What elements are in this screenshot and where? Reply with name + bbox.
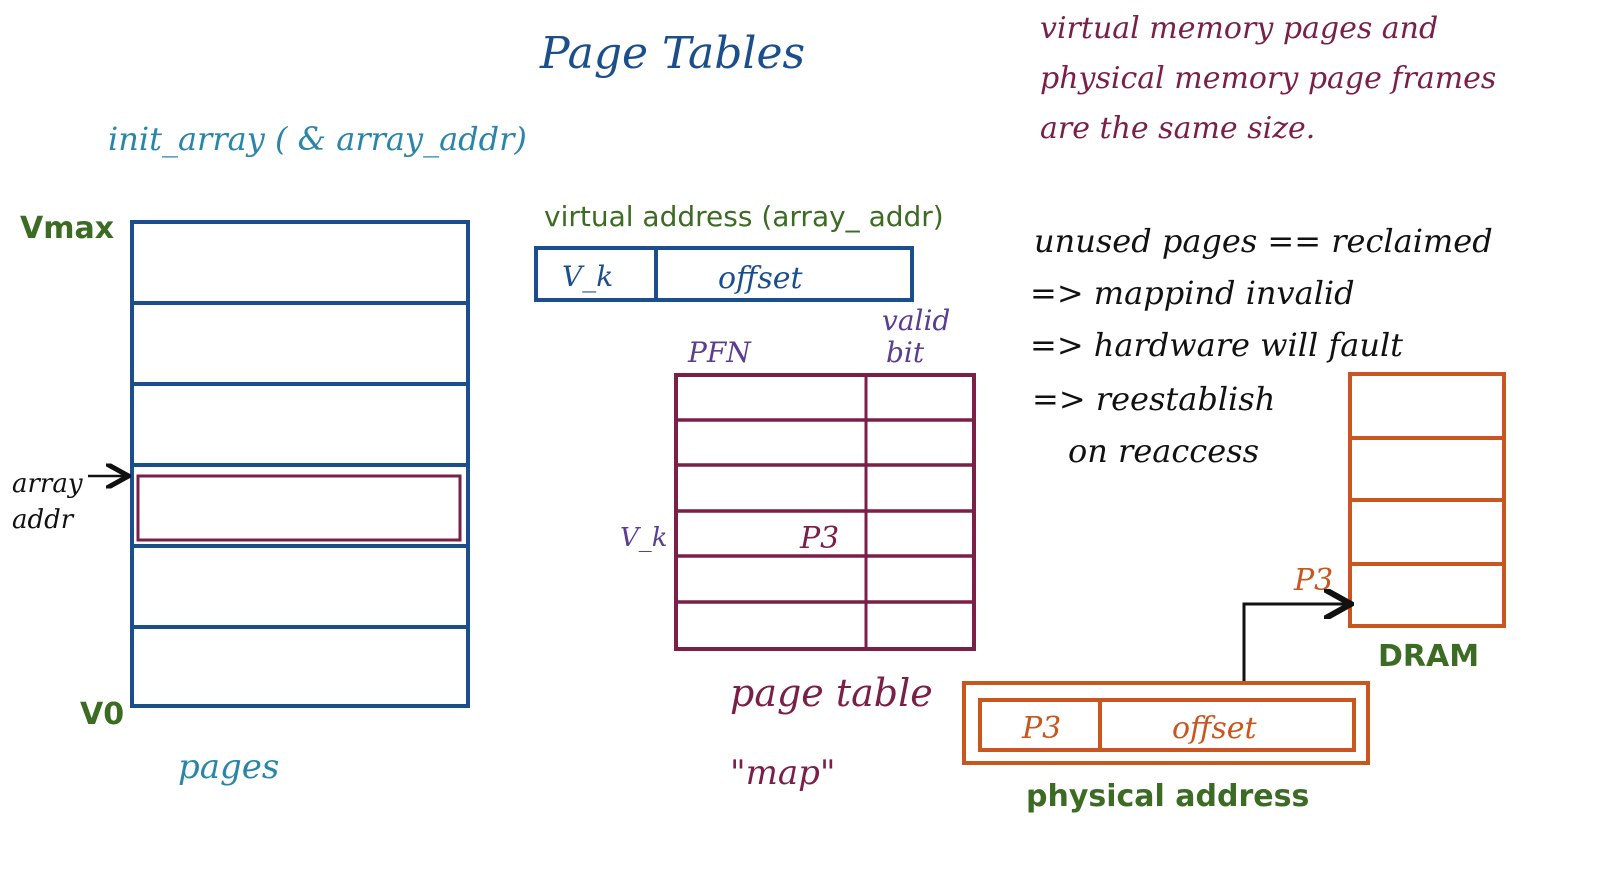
virtual-address: virtual address (array_ addr) V_k offset: [534, 200, 944, 302]
page-table-alias: "map": [730, 753, 836, 793]
page-table: PFN valid bit V_k P3 page table "map": [620, 304, 976, 793]
reclaim-notes: unused pages == reclaimed => mappind inv…: [1030, 222, 1493, 470]
reclaim-line-2: => mappind invalid: [1030, 274, 1355, 312]
valid-header-line2: bit: [886, 336, 925, 369]
page-table-entry-pfn: P3: [799, 521, 839, 556]
valid-header-line1: valid: [882, 304, 950, 337]
array-addr-label-line2: addr: [12, 505, 75, 535]
page-table-row-label: V_k: [620, 523, 668, 553]
call-label: init_array ( & array_addr): [108, 120, 527, 158]
virtual-address-box: [534, 246, 914, 302]
note-line-3: are the same size.: [1040, 111, 1315, 146]
pfn-header: PFN: [687, 336, 752, 369]
page-table-caption: page table: [730, 671, 933, 715]
array-page-highlight: [136, 474, 462, 542]
physical-address: P3 offset physical address: [962, 604, 1370, 814]
reclaim-line-1: unused pages == reclaimed: [1034, 222, 1493, 260]
page-title: Page Tables: [539, 28, 805, 79]
vmax-label: Vmax: [20, 211, 114, 246]
reclaim-line-5: on reaccess: [1068, 432, 1259, 470]
note-line-2: physical memory page frames: [1040, 61, 1496, 96]
pages-caption: pages: [178, 747, 279, 787]
reclaim-line-4: => reestablish: [1032, 380, 1275, 418]
physical-address-caption: physical address: [1026, 779, 1309, 814]
virtual-address-caption: virtual address (array_ addr): [544, 200, 944, 233]
pa-offset-field: offset: [1172, 711, 1257, 746]
physical-address-arrow: [1242, 604, 1348, 684]
array-addr-label-line1: array: [12, 469, 83, 499]
physical-address-outer: [962, 681, 1370, 765]
same-size-note: virtual memory pages and physical memory…: [1040, 11, 1496, 146]
physical-address-inner: [978, 698, 1356, 752]
pa-frame-field: P3: [1021, 711, 1061, 746]
vpn-field: V_k: [562, 260, 613, 293]
va-offset-field: offset: [718, 261, 803, 296]
dram: P3 DRAM: [1293, 372, 1506, 674]
reclaim-line-3: => hardware will fault: [1030, 326, 1403, 364]
v0-label: V0: [80, 697, 124, 732]
dram-caption: DRAM: [1378, 639, 1479, 674]
note-line-1: virtual memory pages and: [1040, 11, 1438, 46]
dram-frame-label: P3: [1293, 563, 1333, 598]
virtual-memory-stack: Vmax V0 array addr pages: [12, 211, 470, 787]
